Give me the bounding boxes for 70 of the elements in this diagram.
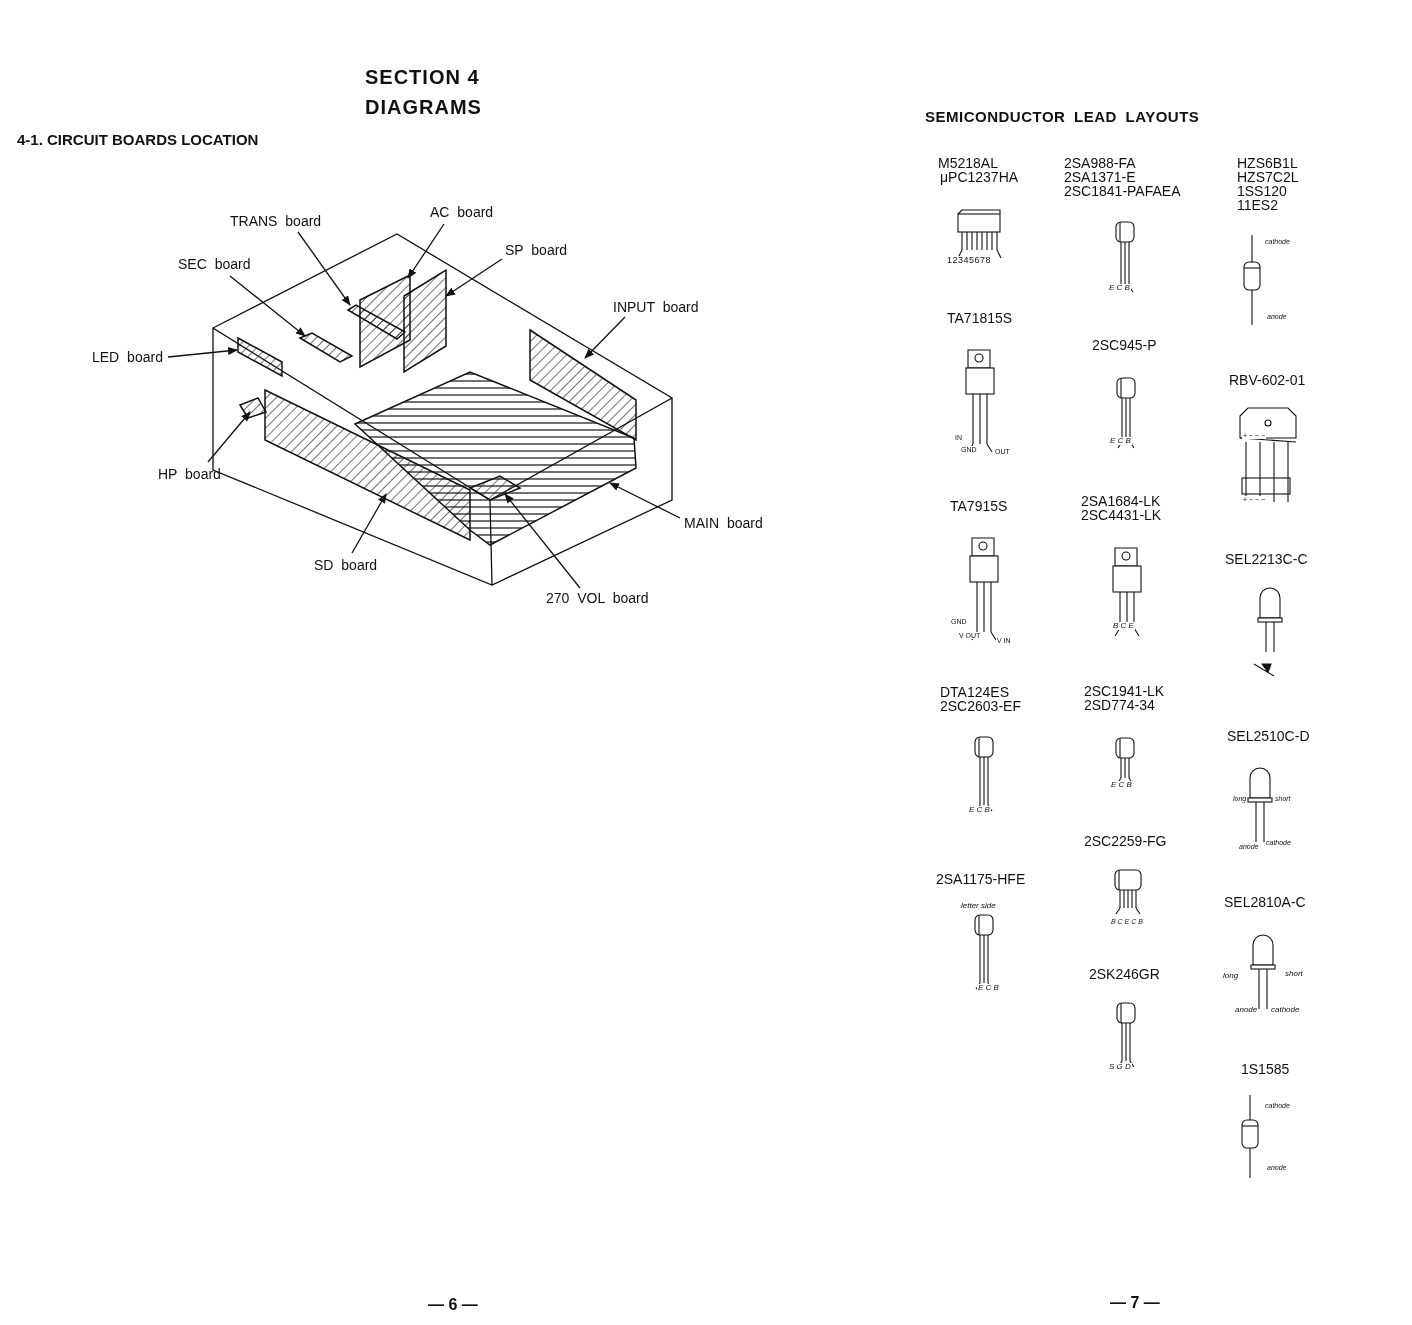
part-number: DTA124ES — [940, 685, 1009, 700]
circuit-board — [237, 336, 283, 378]
pin-label: short — [1284, 970, 1304, 979]
part-number: M5218AL — [938, 156, 998, 171]
board-label: TRANS board — [230, 214, 322, 229]
part-number: 2SD774-34 — [1084, 698, 1155, 713]
section-heading: 4-1. CIRCUIT BOARDS LOCATION — [17, 132, 259, 148]
part-number: 2SA1175-HFE — [936, 872, 1026, 887]
leader-arrow — [584, 316, 626, 359]
board-label: INPUT board — [613, 300, 699, 315]
circuit-board — [264, 388, 471, 542]
pin-label: S G D — [1108, 1063, 1132, 1072]
leader-arrow — [167, 346, 238, 358]
part-number: 2SA1684-LK — [1081, 494, 1161, 509]
pin-label: anode — [1234, 1006, 1259, 1015]
board-label: SD board — [314, 558, 378, 573]
part-number: μPC1237HA — [940, 170, 1019, 185]
pin-label: E C B — [1108, 284, 1131, 293]
part-number: HZS7C2L — [1237, 170, 1299, 185]
pin-label: 1 2 3 4 5 6 7 8 — [946, 256, 991, 266]
circuit-board — [298, 332, 354, 363]
section-heading: SECTION 4 DIAGRAMS — [365, 65, 483, 120]
pin-label: B C E — [1112, 622, 1135, 631]
board-label: SEC board — [178, 257, 251, 272]
circuit-board — [529, 328, 637, 442]
board-label: SP board — [505, 243, 568, 258]
part-number: SEL2213C-C — [1225, 552, 1308, 567]
part-number: 2SA1371-E — [1064, 170, 1136, 185]
board-label: AC board — [430, 205, 494, 220]
page-number: — 7 — — [1110, 1295, 1160, 1312]
leader-arrow — [351, 493, 387, 554]
part-number: 2SK246GR — [1089, 967, 1160, 982]
leader-arrow — [609, 482, 681, 519]
part-number: TA71815S — [947, 311, 1013, 326]
leader-arrow — [407, 223, 445, 279]
leader-arrow — [504, 493, 581, 589]
leader-arrow — [445, 258, 503, 297]
part-number: SEL2810A-C — [1224, 895, 1306, 910]
part-number: 2SC1941-LK — [1084, 684, 1165, 699]
board-label: LED board — [92, 350, 163, 365]
part-number: 2SC2259-FG — [1084, 834, 1167, 849]
leader-arrow — [207, 411, 251, 463]
part-number: SEL2510C-D — [1227, 729, 1310, 744]
leader-arrow — [229, 275, 306, 337]
pin-label: E C B — [1109, 437, 1132, 446]
pin-label: long — [1222, 972, 1240, 981]
part-number: 2SC4431-LK — [1081, 508, 1162, 523]
part-number: 2SA988-FA — [1064, 156, 1136, 171]
part-number: TA7915S — [950, 499, 1008, 514]
pin-label: E C B — [977, 984, 1000, 993]
board-label: MAIN board — [684, 516, 763, 531]
leader-arrow — [297, 231, 351, 306]
part-number: 2SC2603-EF — [940, 699, 1021, 714]
part-number: 2SC1841-PAFAEA — [1064, 184, 1181, 199]
part-number: HZS6B1L — [1237, 156, 1298, 171]
part-number: RBV-602-01 — [1229, 373, 1306, 388]
pin-label: letter side — [960, 902, 997, 911]
section-heading: SEMICONDUCTOR LEAD LAYOUTS — [925, 109, 1200, 125]
circuit-board — [468, 475, 522, 501]
circuit-board — [353, 371, 637, 546]
part-number: 11ES2 — [1237, 198, 1278, 213]
part-number: 2SC945-P — [1092, 338, 1157, 353]
part-number: 1S1585 — [1241, 1062, 1290, 1077]
board-label: HP board — [158, 467, 221, 482]
part-number: 1SS120 — [1237, 184, 1287, 199]
pin-label: E C B — [968, 806, 991, 815]
board-label: 270 VOL board — [546, 591, 649, 606]
page-number: — 6 — — [428, 1297, 478, 1314]
pin-label: E C B — [1110, 781, 1133, 790]
pin-label: cathode — [1270, 1006, 1301, 1015]
